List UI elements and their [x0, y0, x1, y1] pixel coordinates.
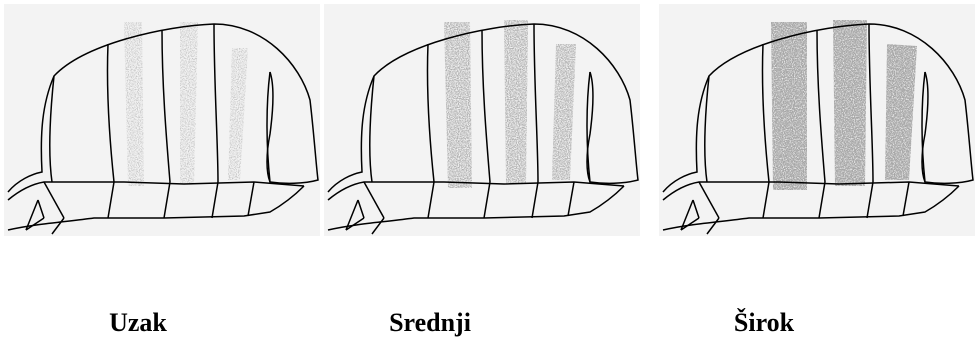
pigment-band — [444, 22, 472, 188]
abdomen-panel-narrow — [4, 4, 320, 236]
pigment-bands — [124, 22, 248, 186]
pigment-bands — [444, 20, 576, 188]
pigment-bands — [771, 20, 917, 190]
caption-medium: Srednji — [330, 308, 530, 338]
caption-narrow: Uzak — [38, 308, 238, 338]
pigment-band — [180, 22, 198, 184]
abdomen-panel-wide — [659, 4, 975, 236]
segment-outline — [8, 24, 318, 234]
pigment-band — [885, 44, 917, 180]
pigment-band — [771, 22, 807, 190]
pigment-band — [228, 48, 248, 180]
abdomen-diagram-wide — [659, 4, 975, 236]
abdomen-diagram-narrow — [4, 4, 320, 236]
abdomen-panel-medium — [324, 4, 640, 236]
abdomen-diagram-medium — [324, 4, 640, 236]
pigment-band — [504, 20, 528, 184]
segment-outline — [663, 24, 973, 234]
segment-outline — [328, 24, 638, 234]
caption-wide: Širok — [664, 308, 864, 338]
pigment-band — [833, 20, 867, 186]
pigment-band — [124, 22, 144, 186]
pigment-band — [552, 44, 576, 180]
